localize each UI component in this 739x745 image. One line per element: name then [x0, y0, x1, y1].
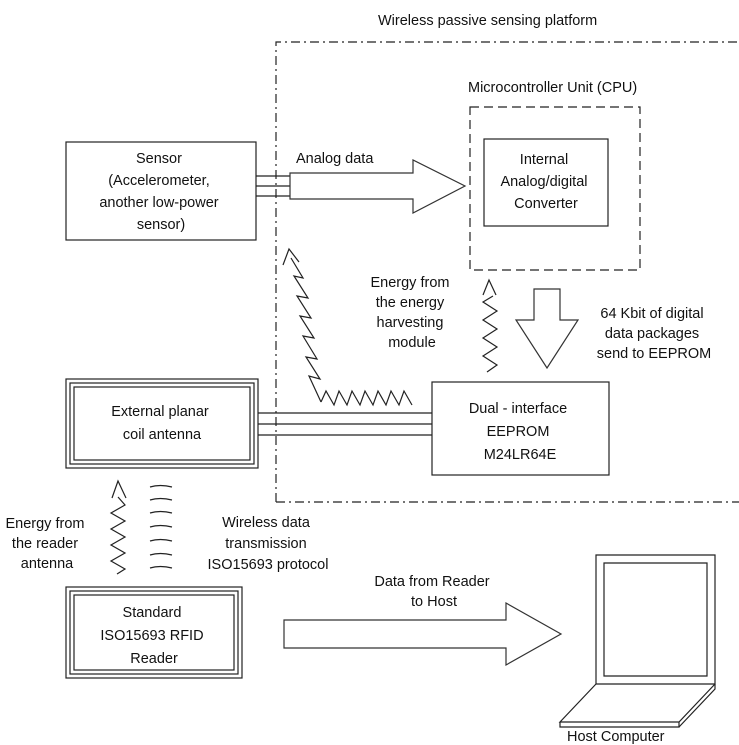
sensor-label: Sensor (Accelerometer, another low-power… [99, 151, 222, 233]
energy-harvest-arrowhead [282, 247, 300, 266]
energy-harvest-zigzag-2 [290, 257, 322, 403]
antenna-eeprom-connector [258, 412, 432, 436]
reader-label: Standard ISO15693 RFID Reader [100, 605, 207, 667]
energy-harvest-label: Energy from the energy harvesting module [370, 275, 453, 351]
antenna-label: External planar coil antenna [111, 404, 213, 443]
laptop-icon [558, 554, 716, 728]
eeprom-arrow-label: 64 Kbit of digital data packages send to… [597, 306, 711, 362]
antenna-box-outer [65, 378, 259, 469]
mcu-title: Microcontroller Unit (CPU) [468, 80, 637, 96]
platform-boundary [275, 41, 739, 503]
eeprom-box [431, 381, 610, 476]
antenna-box-mid [69, 382, 255, 465]
adc-label: Internal Analog/digital Converter [500, 152, 591, 212]
mcu-energy-zigzag [481, 295, 499, 373]
reader-energy-label: Energy from the reader antenna [5, 516, 88, 572]
energy-harvest-zigzag [320, 389, 413, 407]
reader-box-mid [69, 590, 239, 675]
reader-energy-zigzag [109, 496, 127, 575]
reader-box-inner [73, 594, 235, 671]
wireless-wave-marks [149, 484, 173, 569]
host-data-arrow [283, 601, 563, 667]
reader-box-outer [65, 586, 243, 679]
eeprom-label: Dual - interface EEPROM M24LR64E [469, 401, 571, 463]
reader-energy-arrowhead [111, 479, 127, 499]
sensor-connector [256, 175, 290, 197]
platform-title: Wireless passive sensing platform [378, 13, 597, 29]
mcu-energy-arrowhead [482, 278, 497, 296]
host-label: Host Computer [567, 729, 665, 745]
wireless-label: Wireless data transmission ISO15693 prot… [208, 515, 329, 573]
adc-box [483, 138, 609, 227]
antenna-box-inner [73, 386, 251, 461]
sensor-box [65, 141, 257, 241]
analog-data-arrow [289, 159, 467, 214]
eeprom-down-arrow [514, 288, 580, 370]
host-arrow-label: Data from Reader to Host [374, 574, 493, 610]
analog-data-label: Analog data [296, 151, 374, 167]
mcu-boundary [469, 106, 641, 271]
